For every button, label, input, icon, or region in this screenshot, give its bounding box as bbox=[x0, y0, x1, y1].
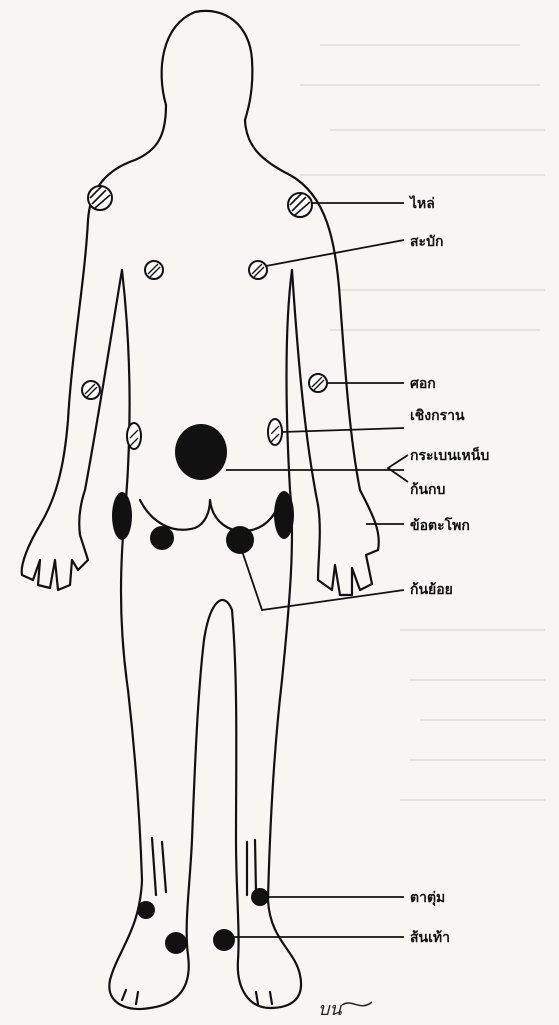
buttock-line-left bbox=[140, 500, 210, 530]
sacrum-spot bbox=[175, 424, 227, 480]
ankle-creases bbox=[152, 838, 256, 895]
left-elbow-spot bbox=[82, 381, 100, 399]
left-scapula-spot bbox=[145, 261, 163, 279]
toe-lines bbox=[122, 990, 272, 1004]
right-leg-outline bbox=[232, 610, 301, 1008]
right-hip-spot bbox=[274, 491, 294, 539]
label-pelvic-bones: กระเบนเหน็บ bbox=[410, 446, 489, 464]
crotch-outline bbox=[204, 600, 232, 640]
label-sitting-bone: ก้นย้อย bbox=[410, 582, 453, 598]
leader-lines bbox=[226, 203, 408, 937]
left-ankle-spot bbox=[137, 901, 155, 919]
left-hip-spot bbox=[112, 492, 132, 540]
sitting-bone-leader bbox=[240, 545, 404, 610]
label-pelvic-rim: เชิงกราน bbox=[410, 408, 465, 424]
right-hand-outline bbox=[318, 490, 379, 595]
head-outline bbox=[162, 11, 253, 120]
label-heel: ส้นเท้า bbox=[410, 930, 450, 946]
left-inner-arm-outline bbox=[85, 270, 122, 490]
hatched-spots bbox=[82, 186, 327, 449]
left-leg-outline bbox=[109, 640, 204, 1009]
label-hip-joint: ข้อตะโพก bbox=[410, 516, 470, 534]
pelvic-rim-leader bbox=[282, 428, 404, 432]
right-flank-outline bbox=[282, 270, 292, 680]
right-pelvic-rim-spot bbox=[268, 419, 282, 445]
signature-text: บน bbox=[318, 999, 342, 1020]
label-elbow: ศอก bbox=[410, 376, 436, 392]
left-heel-spot bbox=[165, 932, 187, 954]
label-buttock: ก้นกบ bbox=[410, 482, 446, 498]
right-scapula-spot bbox=[249, 261, 267, 279]
left-pelvic-rim-spot bbox=[127, 423, 141, 449]
body-outline bbox=[22, 11, 379, 1009]
signature: บน bbox=[318, 999, 372, 1020]
left-hand-outline bbox=[22, 490, 88, 590]
right-elbow-spot bbox=[309, 374, 327, 392]
label-scapula: สะบัก bbox=[410, 234, 443, 250]
right-shoulder-spot bbox=[288, 193, 312, 217]
buttock-line-right bbox=[210, 498, 280, 531]
left-sitting-bone-spot bbox=[150, 526, 174, 550]
right-sitting-bone-spot bbox=[226, 526, 254, 554]
labels: ไหล่ สะบัก ศอก เชิงกราน กระเบนเหน็บ ก้นก… bbox=[408, 194, 489, 946]
left-arm-outline bbox=[40, 105, 166, 525]
buttock-arrow bbox=[388, 455, 408, 482]
label-shoulder: ไหล่ bbox=[408, 194, 435, 212]
right-heel-spot bbox=[213, 929, 235, 951]
right-ankle-spot bbox=[251, 888, 269, 906]
solid-spots bbox=[112, 424, 294, 954]
label-ankle: ตาตุ่ม bbox=[410, 890, 445, 906]
left-flank-outline bbox=[121, 270, 129, 690]
left-shoulder-spot bbox=[88, 186, 112, 210]
